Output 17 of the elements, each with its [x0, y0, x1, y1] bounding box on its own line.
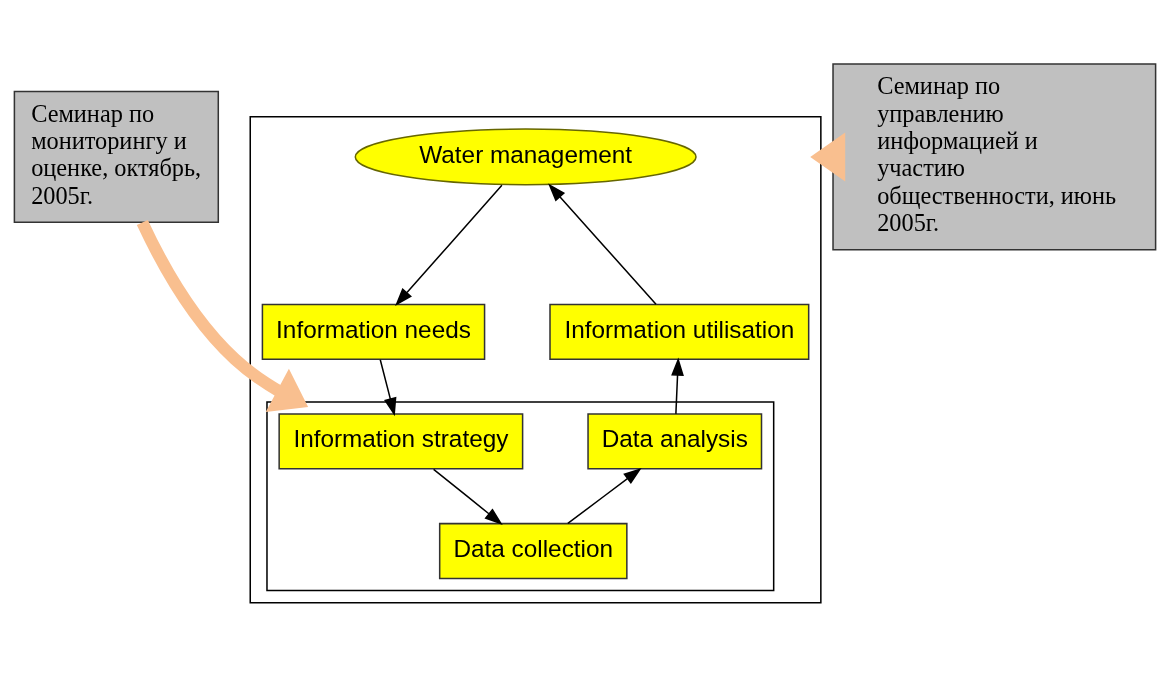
arrow [395, 184, 503, 306]
arrow [432, 468, 503, 525]
node-box: Data collection [438, 522, 628, 579]
cluster [266, 400, 775, 591]
node-box: Information needs [261, 303, 486, 360]
arrow [379, 358, 397, 416]
arrow [671, 356, 684, 415]
node-box: Information strategy [278, 412, 524, 470]
arrow [810, 131, 846, 181]
node-box: Семинар по мониторингу и оценке, октябрь, 2005г. [13, 90, 220, 223]
arrow [136, 219, 309, 412]
node-ellipse: Water management [354, 127, 697, 185]
arrow [567, 467, 642, 524]
arrow [548, 183, 657, 305]
cluster [249, 115, 822, 603]
node-box: Data analysis [587, 412, 763, 470]
node-box: Information utilisation [549, 303, 810, 360]
